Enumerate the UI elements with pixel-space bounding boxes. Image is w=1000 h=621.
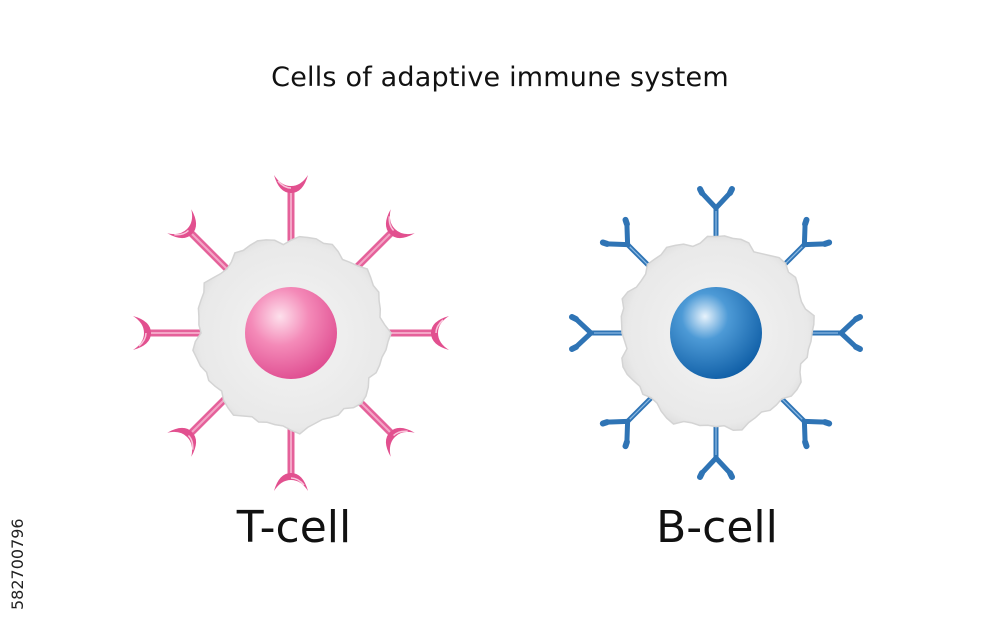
antibody-receptor bbox=[801, 314, 863, 352]
antibody-receptor bbox=[775, 392, 833, 450]
t-cell-receptor bbox=[133, 316, 205, 350]
b-cell-label: B-cell bbox=[656, 502, 778, 553]
b-cell-receptors bbox=[569, 186, 863, 480]
t-cell-receptor bbox=[167, 209, 232, 274]
diagram-title: Cells of adaptive immune system bbox=[271, 62, 729, 93]
antibody-receptor bbox=[697, 418, 735, 480]
t-cell bbox=[133, 175, 449, 491]
t-cell-label: T-cell bbox=[236, 502, 352, 553]
t-cell-nucleus bbox=[245, 287, 337, 379]
antibody-receptor bbox=[599, 392, 657, 450]
antibody-receptor bbox=[569, 314, 631, 352]
t-cell-receptor bbox=[274, 175, 308, 247]
t-cell-receptor bbox=[167, 392, 232, 457]
antibody-receptor bbox=[599, 216, 657, 274]
t-cell-receptor bbox=[274, 419, 308, 491]
stock-id-watermark: 582700796 bbox=[8, 518, 27, 610]
t-cell-receptor bbox=[350, 209, 415, 274]
antibody-receptor bbox=[775, 216, 833, 274]
b-cell-nucleus bbox=[670, 287, 762, 379]
b-cell bbox=[569, 186, 863, 480]
